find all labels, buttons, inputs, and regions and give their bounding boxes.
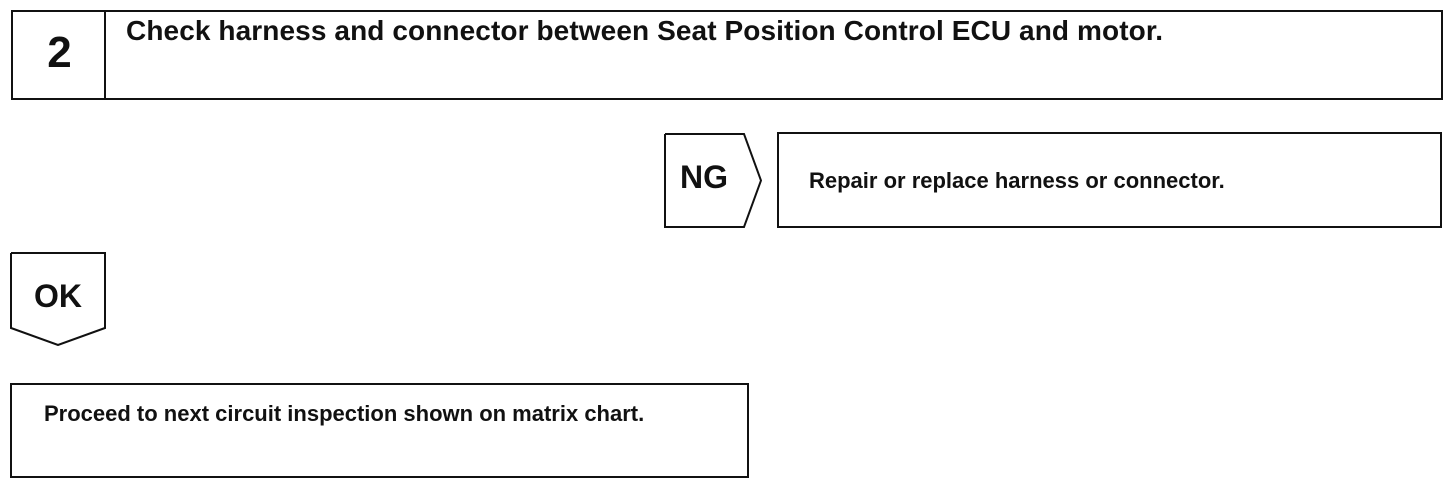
step-number: 2 (47, 28, 72, 77)
ok-action-text: Proceed to next circuit inspection shown… (44, 401, 645, 426)
step-header: 2 (11, 10, 1443, 100)
ng-label: NG (680, 159, 728, 195)
ok-arrow-marker (10, 252, 106, 346)
ng-action-box (777, 132, 1442, 228)
ok-action-box (10, 383, 749, 478)
step-number-cell: 2 (13, 12, 106, 98)
ok-label: OK (34, 278, 82, 314)
ng-action-text: Repair or replace harness or connector. (809, 168, 1225, 193)
step-title: Check harness and connector between Seat… (126, 15, 1164, 46)
ng-arrow-marker (664, 133, 762, 228)
